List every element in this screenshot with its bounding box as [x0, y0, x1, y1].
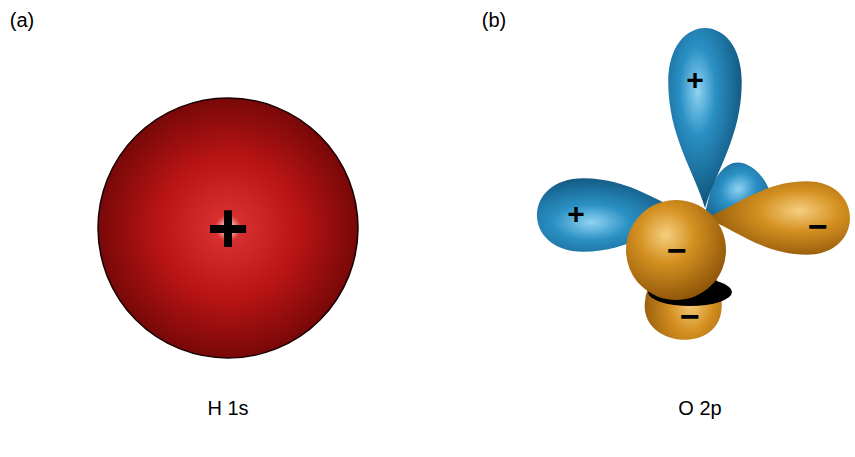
front-lobe [626, 200, 726, 300]
phase-sign: − [808, 209, 828, 243]
orbital-name: O 2p [678, 398, 721, 418]
panel-letter: (a) [10, 10, 34, 30]
phase-sign: + [207, 192, 249, 264]
top-lobe [668, 28, 742, 208]
orbital-name: H 1s [207, 398, 248, 418]
s-orbital-sphere [98, 98, 358, 358]
right-lobe [705, 181, 850, 255]
phase-sign: + [567, 199, 585, 229]
panel-letter: (b) [482, 10, 506, 30]
phase-sign: − [667, 233, 687, 267]
phase-sign: − [680, 299, 700, 333]
phase-sign: + [686, 65, 704, 95]
